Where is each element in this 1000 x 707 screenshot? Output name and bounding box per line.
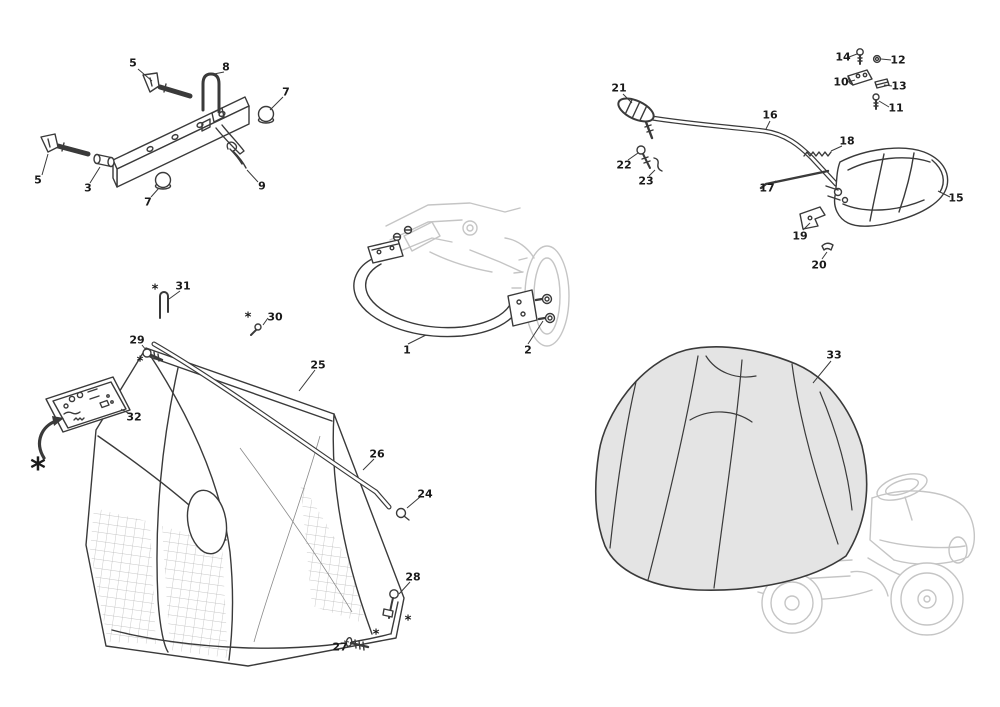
part-callout-9: 9: [258, 179, 266, 193]
tow-hitch-assembly: [40, 72, 275, 190]
part-callout-7: 7: [144, 195, 152, 209]
part-callout-5: 5: [34, 173, 42, 187]
part-callout-27: 27: [332, 640, 348, 654]
clip-20: [821, 242, 834, 251]
asterisk-marker: *: [244, 310, 252, 326]
tractor-cover-33: [594, 346, 868, 592]
part-callout-10: 10: [833, 75, 849, 89]
part-callout-24: 24: [417, 487, 433, 501]
clevis-pin-5-left: [40, 133, 91, 157]
bracket-19: [799, 206, 826, 230]
hairpin-31: [159, 291, 169, 319]
part-callout-8: 8: [222, 60, 230, 74]
part-callout-22: 22: [616, 158, 632, 172]
rod-17: [759, 169, 830, 190]
grass-catcher-assembly: [38, 291, 410, 667]
part-callout-23: 23: [638, 174, 654, 188]
clip-23: [653, 157, 663, 172]
part-callout-1: 1: [403, 343, 411, 357]
clevis-pin-5-top: [142, 72, 193, 99]
deflector-assembly: [617, 48, 949, 251]
part-callout-28: 28: [405, 570, 421, 584]
bolt-29: [142, 348, 164, 362]
part-callout-15: 15: [948, 191, 964, 205]
faint-tractor-sketch: [745, 473, 975, 636]
faint-chassis-sketch: [385, 202, 570, 347]
hitch-pin-8: [201, 72, 221, 114]
part-callout-19: 19: [792, 229, 808, 243]
part-callout-11: 11: [888, 101, 904, 115]
part-callout-2: 2: [524, 343, 532, 357]
asterisk-marker: *: [136, 354, 144, 370]
asterisk-marker: *: [151, 282, 159, 298]
eye-bolt-28: [382, 589, 399, 619]
part-callout-20: 20: [811, 258, 827, 272]
part-callout-32: 32: [126, 410, 142, 424]
clip-13: [874, 78, 890, 89]
washer-12: [872, 54, 882, 64]
part-callout-21: 21: [611, 81, 627, 95]
bracket-10: [847, 69, 873, 86]
part-callout-25: 25: [310, 358, 326, 372]
screw-30: [250, 323, 262, 336]
spacer-3: [93, 153, 115, 168]
bumper-bar-1: [353, 239, 538, 338]
screw-14: [856, 48, 864, 65]
part-callout-26: 26: [369, 447, 385, 461]
cap-nut-7-left: [154, 171, 172, 190]
part-callout-12: 12: [890, 53, 906, 67]
bolts-2: [534, 293, 556, 324]
cap-nut-7-right: [257, 105, 275, 124]
asterisk-marker: *: [30, 452, 46, 487]
leader-lines: [41, 53, 951, 643]
part-callout-17: 17: [759, 181, 775, 195]
part-callout-7: 7: [282, 85, 290, 99]
cotter-pin-9: [226, 141, 247, 169]
grip-handle-21: [617, 97, 655, 123]
asterisk-marker: *: [404, 613, 412, 629]
part-callout-13: 13: [891, 79, 907, 93]
catcher-bag-25: [85, 347, 405, 667]
spring-18: [803, 151, 832, 157]
part-callout-29: 29: [129, 333, 145, 347]
end-cap-24: [395, 507, 410, 521]
cover-assembly: [594, 346, 975, 636]
screw-11: [872, 93, 880, 110]
part-callout-30: 30: [267, 310, 283, 324]
part-callout-5: 5: [129, 56, 137, 70]
part-callout-18: 18: [839, 134, 855, 148]
part-callout-3: 3: [84, 181, 92, 195]
bolt-22: [636, 145, 651, 169]
part-callout-16: 16: [762, 108, 778, 122]
asterisk-marker: *: [372, 627, 380, 643]
part-callout-33: 33: [826, 348, 842, 362]
deflector-chute-15: [825, 147, 949, 227]
bumper-assembly: [353, 202, 570, 347]
asterisk-arrow: [38, 416, 64, 460]
part-callout-31: 31: [175, 279, 191, 293]
part-callout-14: 14: [835, 50, 851, 64]
